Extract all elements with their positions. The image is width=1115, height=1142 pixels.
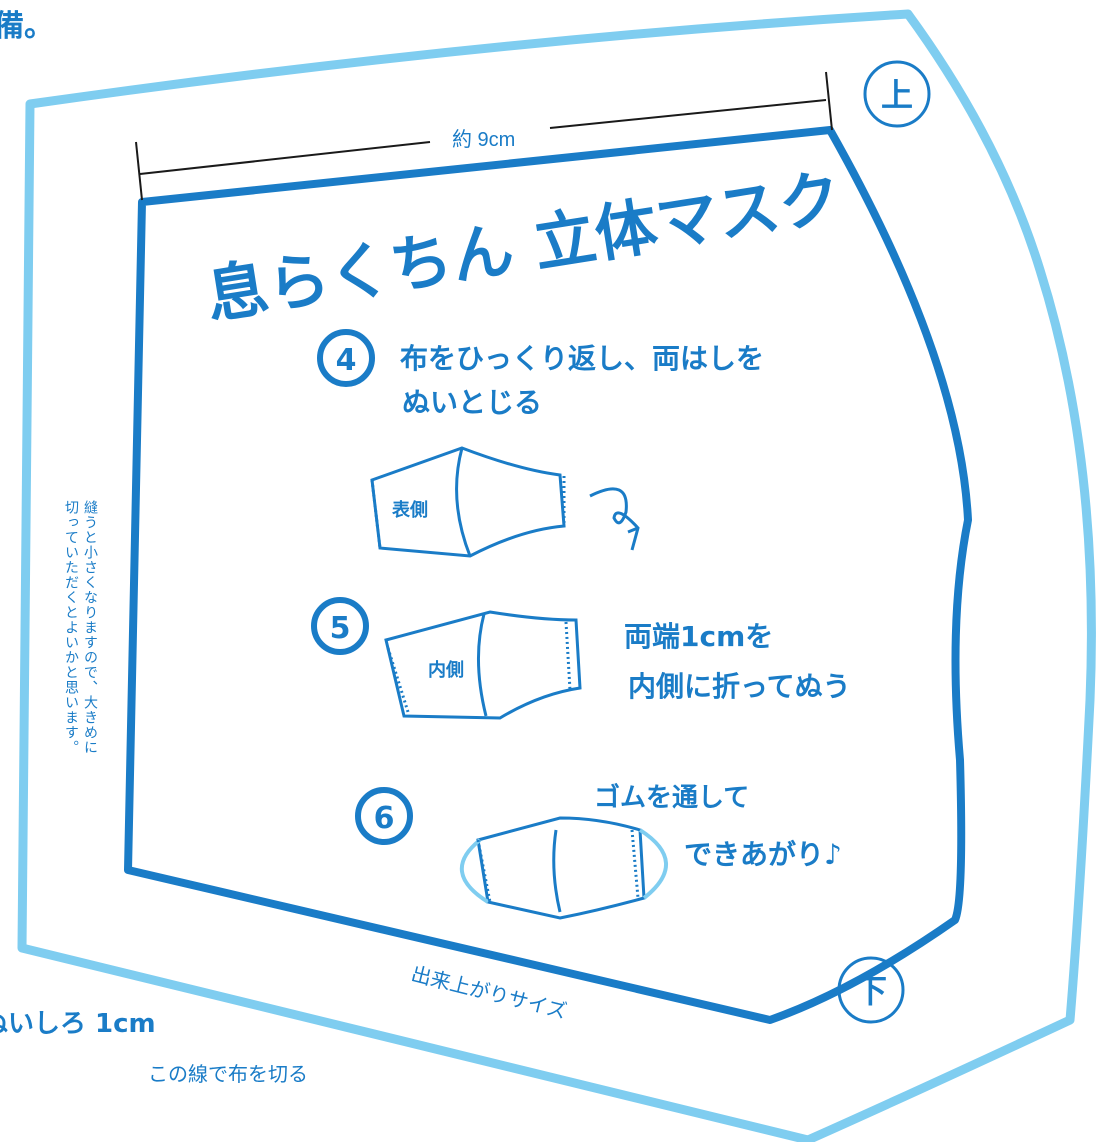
- cut-line-label: この線で布を切る: [148, 1064, 308, 1086]
- step-text: 布をひっくり返し、両はしを: [400, 342, 764, 375]
- step-text: 両端1cmを: [624, 620, 773, 653]
- step-text: ゴムを通して: [594, 782, 749, 813]
- step-5: 5 両端1cmを 内側に折ってぬう 内側: [311, 597, 851, 720]
- top-marker: 上: [863, 60, 931, 128]
- finished-size-label: 出来上がりサイズ: [409, 963, 569, 1024]
- step-number: 5: [330, 611, 351, 646]
- mask-figure-outside: [370, 446, 640, 558]
- cut-line-outline: [17, 9, 1096, 1142]
- figure-label: 表側: [392, 499, 428, 521]
- step-4: 4 布をひっくり返し、両はしを ぬいとじる 表側: [317, 329, 764, 558]
- step-text: できあがり♪: [684, 838, 842, 871]
- step-number: 6: [374, 801, 395, 836]
- finished-size-outline: [124, 126, 972, 1024]
- width-dimension: [135, 71, 833, 201]
- svg-text:上: 上: [881, 76, 913, 114]
- width-label: 約 9cm: [452, 128, 515, 151]
- side-note-line: 切っていただくとよいかと思います。: [64, 500, 80, 755]
- step-number: 4: [336, 343, 357, 378]
- mask-figure-folded: [384, 610, 582, 720]
- svg-text:下: 下: [855, 972, 887, 1010]
- mask-figure-finished: [460, 816, 668, 920]
- side-note-line: 縫うと小さくなりますので、大きめに: [83, 500, 99, 755]
- step-6: 6 ゴムを通して できあがり♪: [355, 782, 842, 920]
- step-text: ぬいとじる: [402, 386, 542, 419]
- figure-label: 内側: [428, 659, 464, 681]
- step-number-circle: [311, 597, 369, 655]
- corner-text-fragment: 備。: [0, 9, 54, 44]
- seam-allowance-label: ぬいしろ 1cm: [0, 1009, 156, 1039]
- bottom-marker: 下: [837, 956, 905, 1024]
- side-note: 縫うと小さくなりますので、大きめに 切っていただくとよいかと思います。: [62, 500, 100, 755]
- step-text: 内側に折ってぬう: [628, 670, 851, 703]
- step-number-circle: [317, 329, 375, 387]
- step-number-circle: [355, 787, 413, 845]
